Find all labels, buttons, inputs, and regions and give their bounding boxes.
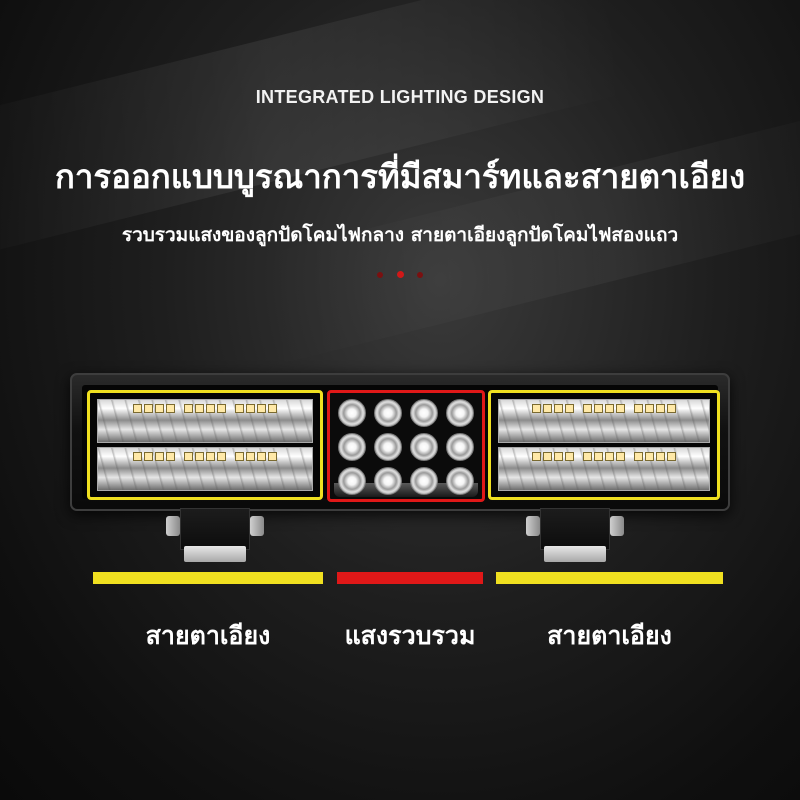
zone-label-center: แสงรวบรวม	[344, 621, 476, 650]
led-lens	[338, 433, 366, 461]
indicator-bar-left	[93, 572, 323, 584]
zone-right-oblique	[488, 390, 720, 500]
led-lens	[410, 433, 438, 461]
reflector	[97, 399, 313, 443]
dot	[416, 271, 423, 278]
led-lens	[446, 399, 474, 427]
indicator-bar-right	[496, 572, 723, 584]
led-strip	[133, 404, 277, 413]
indicator-bar-center	[337, 572, 483, 584]
led-lens	[410, 467, 438, 495]
led-light-bar	[70, 373, 730, 511]
led-lens	[374, 433, 402, 461]
divider-dots	[0, 264, 800, 283]
mounting-bracket-right	[520, 508, 630, 563]
led-strip	[532, 452, 676, 461]
reflector	[498, 447, 710, 491]
reflector	[498, 399, 710, 443]
led-strip	[532, 404, 676, 413]
reflector	[97, 447, 313, 491]
lens-base	[334, 483, 478, 497]
headline: INTEGRATED LIGHTING DESIGN	[255, 87, 545, 107]
led-lens	[446, 467, 474, 495]
dot	[396, 271, 404, 278]
led-strip	[133, 452, 277, 461]
led-lens	[410, 399, 438, 427]
led-lens	[338, 399, 366, 427]
page-title: การออกแบบบูรณาการที่มีสมาร์ทและสายตาเอีย…	[54, 157, 746, 196]
led-lens	[446, 433, 474, 461]
zone-center-spot	[327, 390, 485, 502]
zone-label-right: สายตาเอียง	[547, 621, 672, 650]
led-lens	[338, 467, 366, 495]
zone-label-left: สายตาเอียง	[145, 621, 271, 650]
subtitle: รวบรวมแสงของลูกปัดโคมไฟกลาง สายตาเอียงลู…	[121, 224, 679, 246]
led-lens	[374, 399, 402, 427]
zone-left-oblique	[87, 390, 323, 500]
mounting-bracket-left	[160, 508, 270, 563]
led-lens	[374, 467, 402, 495]
dot	[377, 271, 384, 278]
lens-grid	[338, 399, 474, 495]
